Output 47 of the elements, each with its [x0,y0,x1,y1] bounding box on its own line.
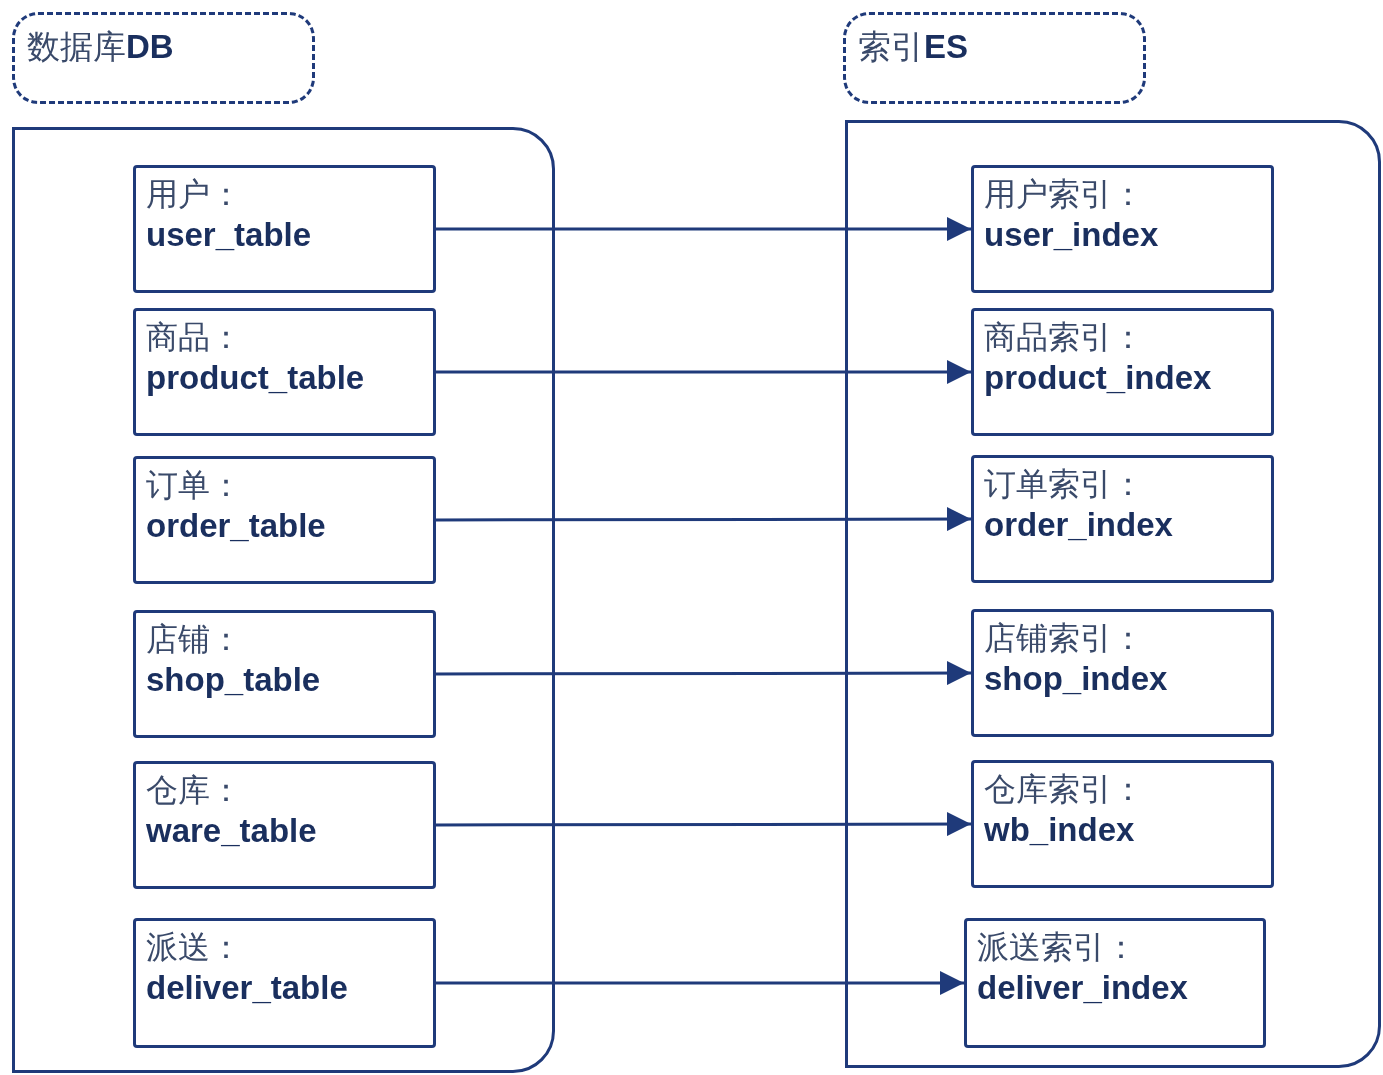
table-label: 订单索引： [984,464,1145,504]
table-box [133,610,436,738]
table-label: 店铺索引： [984,618,1145,658]
table-name: user_index [984,215,1160,255]
group-title-box [12,12,315,104]
table-box [133,761,436,889]
table-label: 仓库： [146,770,243,810]
table-label: 派送索引： [977,927,1138,967]
table-box [133,456,436,584]
arrow [436,507,971,532]
table-box [971,308,1274,436]
group-title-box [843,12,1146,104]
arrow [436,360,971,384]
table-name: product_table [146,358,366,398]
arrow [436,812,971,837]
table-name: deliver_index [977,968,1189,1008]
table-box [971,455,1274,583]
table-label: 商品索引： [984,317,1145,357]
table-name: shop_table [146,660,322,700]
table-label: 派送： [146,927,243,967]
table-box [971,760,1274,888]
table-box [133,308,436,436]
group-panel [845,120,1381,1068]
table-label: 订单： [146,465,243,505]
table-box [971,165,1274,293]
table-label: 商品： [146,317,243,357]
table-box [964,918,1266,1048]
table-name: ware_table [146,811,318,851]
table-name: wb_index [984,810,1136,850]
table-box [133,918,436,1048]
arrow [436,217,971,241]
table-name: product_index [984,358,1213,398]
table-name: user_table [146,215,313,255]
table-box [971,609,1274,737]
table-name: order_table [146,506,327,546]
table-label: 用户索引： [984,174,1145,214]
group-panel [12,127,555,1073]
table-name: deliver_table [146,968,349,1008]
table-label: 店铺： [146,619,243,659]
table-name: shop_index [984,659,1169,699]
arrow [436,661,971,686]
table-box [133,165,436,293]
table-label: 仓库索引： [984,769,1145,809]
table-name: order_index [984,505,1174,545]
table-label: 用户： [146,174,243,214]
arrow [436,971,964,995]
title-text: 数据库DB [26,26,175,68]
